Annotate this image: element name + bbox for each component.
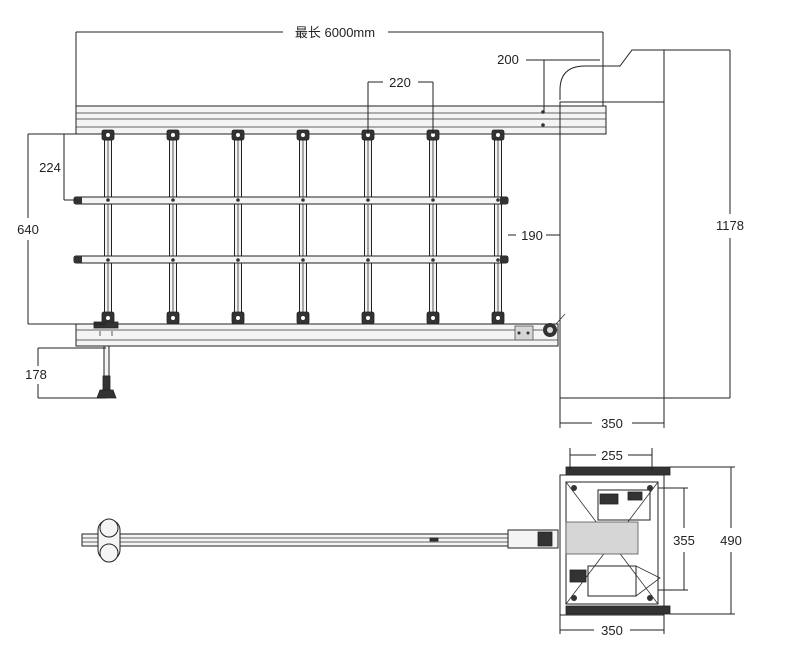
boom-arm <box>75 105 607 135</box>
dimension-220: 220 <box>367 75 434 134</box>
dim-255-label: 255 <box>601 448 623 463</box>
picket <box>491 129 505 325</box>
picket <box>231 129 245 325</box>
dim-640-label: 640 <box>17 222 39 237</box>
picket <box>426 129 440 325</box>
dimension-190: 190 <box>508 228 560 243</box>
dim-200-label: 200 <box>497 52 519 67</box>
dim-190-label: 190 <box>521 228 543 243</box>
arm-top-view <box>81 518 559 563</box>
lower-rail <box>75 313 566 347</box>
dim-350-top-label: 350 <box>601 416 623 431</box>
dimension-224: 224 <box>28 133 106 201</box>
fence-pickets <box>101 129 505 325</box>
dimension-178: 178 <box>25 347 106 399</box>
dimension-350-top: 350 <box>559 398 665 431</box>
dim-350-bottom-label: 350 <box>601 623 623 638</box>
picket <box>101 129 115 325</box>
dimension-1178: 1178 <box>664 49 744 399</box>
dim-1178-label: 1178 <box>716 218 744 233</box>
dimension-350-bottom: 350 <box>559 615 665 638</box>
dimension-200: 200 <box>497 52 600 112</box>
picket <box>296 129 310 325</box>
max-length-label: 最长 6000mm <box>295 25 375 40</box>
top-view: 255 355 490 350 <box>81 448 742 638</box>
dimension-255: 255 <box>569 448 653 470</box>
dimension-490: 490 <box>670 466 742 615</box>
dimension-355: 355 <box>658 487 695 591</box>
dimension-640: 640 <box>17 134 106 325</box>
support-leg <box>93 321 119 399</box>
dim-224-label: 224 <box>39 160 61 175</box>
gate-cabinet-top <box>559 466 671 616</box>
picket <box>166 129 180 325</box>
max-length-dimension: 最长 6000mm <box>75 25 604 106</box>
dim-490-label: 490 <box>720 533 742 548</box>
front-view: 最长 6000mm <box>17 25 744 431</box>
dim-355-label: 355 <box>673 533 695 548</box>
dim-220-label: 220 <box>389 75 411 90</box>
picket <box>361 129 375 325</box>
dim-178-label: 178 <box>25 367 47 382</box>
crossbars <box>73 196 509 264</box>
gate-cabinet-side <box>559 49 665 399</box>
